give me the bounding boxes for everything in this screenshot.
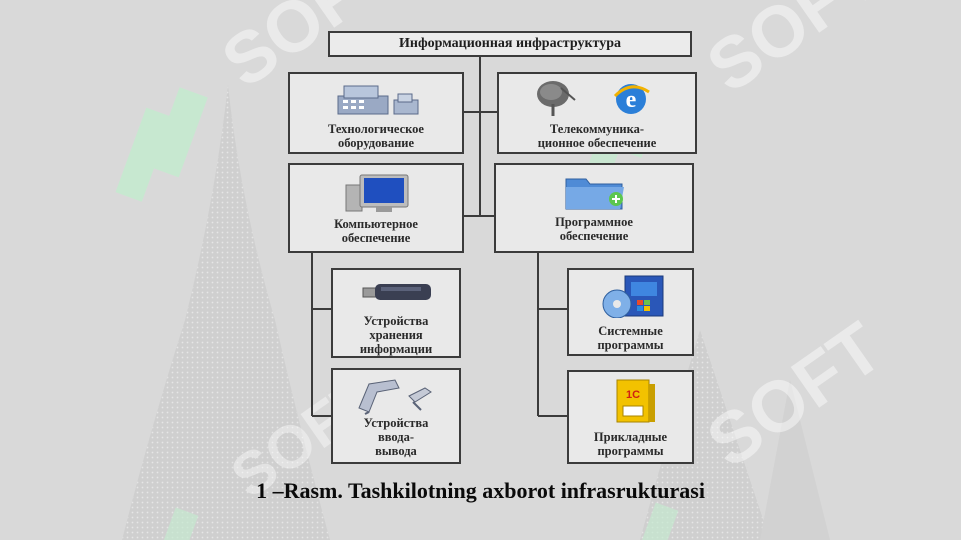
windows-software-box-icon bbox=[602, 275, 664, 318]
satellite-dish-icon bbox=[537, 81, 576, 116]
1c-software-box-icon: 1С bbox=[616, 379, 655, 423]
1c-logo-text: 1С bbox=[626, 389, 640, 401]
node-applied: 1С Прикладные программы bbox=[567, 370, 694, 464]
usb-flash-drive-icon bbox=[362, 284, 431, 300]
monitor-icon bbox=[345, 174, 409, 212]
node-io-label: Устройства ввода- вывода bbox=[363, 416, 429, 458]
node-system: Системные программы bbox=[567, 268, 694, 356]
node-system-label: Системные программы bbox=[597, 324, 664, 352]
node-computer: Компьютерное обеспечение bbox=[288, 163, 464, 253]
diagram-title-box: Информационная инфраструктура bbox=[328, 31, 692, 57]
barcode-scanner-icon bbox=[358, 379, 432, 415]
cash-register-icon bbox=[337, 85, 419, 115]
node-telecom: e Телекоммуника- ционное обеспечение bbox=[497, 72, 697, 154]
node-tech-label: Технологическое оборудование bbox=[328, 122, 424, 150]
svg-text:e: e bbox=[626, 87, 637, 113]
node-computer-label: Компьютерное обеспечение bbox=[334, 217, 418, 245]
node-software: Программное обеспечение bbox=[494, 163, 694, 253]
node-storage-label: Устройства хранения информации bbox=[359, 314, 433, 356]
internet-explorer-icon: e bbox=[613, 84, 650, 114]
node-io: Устройства ввода- вывода bbox=[331, 368, 461, 464]
folder-icon bbox=[565, 178, 624, 210]
node-applied-label: Прикладные программы bbox=[593, 430, 668, 458]
figure-caption: 1 –Rasm. Tashkilotning axborot infrasruk… bbox=[256, 478, 705, 503]
node-software-label: Программное обеспечение bbox=[555, 215, 633, 243]
node-telecom-label: Телекоммуника- ционное обеспечение bbox=[537, 122, 657, 150]
watermark-logo-left bbox=[115, 87, 208, 202]
node-storage: Устройства хранения информации bbox=[331, 268, 461, 358]
node-tech-equipment: Технологическое оборудование bbox=[288, 72, 464, 154]
diagram-title: Информационная инфраструктура bbox=[398, 36, 621, 51]
